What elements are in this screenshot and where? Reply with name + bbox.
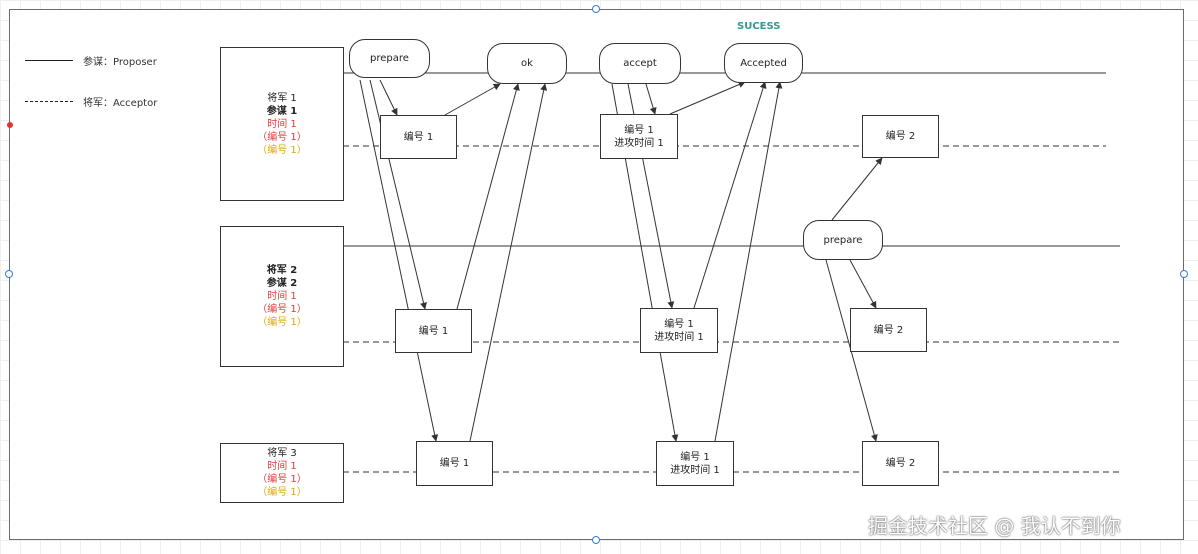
acceptor-1-prepare2-state: 编号 2 [862, 115, 939, 158]
selection-handle-right[interactable] [1180, 270, 1188, 278]
acceptor-3-prepare-state: 编号 1 [416, 441, 493, 486]
general-1-line: 将军 1 [267, 92, 297, 104]
acceptor-2-prepare-state: 编号 1 [395, 309, 472, 353]
state-line: 编号 2 [885, 131, 916, 142]
ok-message[interactable]: ok [487, 43, 567, 84]
acceptor-1-prepare-state: 编号 1 [380, 115, 457, 159]
general-1-line: （编号 1） [257, 144, 307, 156]
arrow-prepare2-to-a2 [849, 259, 877, 309]
state-line: 编号 1 [403, 131, 434, 143]
state-line: 编号 1 [624, 124, 654, 136]
prepare-message-2[interactable]: prepare [803, 220, 883, 260]
state-line: 编号 2 [873, 324, 904, 336]
general-1-line: 参谋 1 [266, 105, 298, 117]
selection-handle-left[interactable] [5, 270, 13, 278]
arrow-prepare-to-a2 [369, 79, 427, 310]
general-2-line: 参谋 2 [266, 278, 298, 289]
connection-point-marker[interactable] [7, 122, 13, 128]
general-1-line: （编号 1） [257, 131, 307, 143]
selection-handle-top[interactable] [592, 5, 600, 13]
general-3-line: （编号 1） [257, 474, 307, 485]
diagram-frame [9, 9, 1184, 540]
legend-acceptor-label: 将军：Acceptor [83, 98, 158, 109]
legend-solid-line [25, 60, 73, 61]
arrow-a1-to-accepted [669, 81, 746, 115]
general-3-line: 将军 3 [267, 448, 297, 459]
state-line: 编号 1 [664, 318, 694, 330]
state-line: 进攻时间 1 [614, 137, 664, 149]
arrow-prepare2-to-a1 [831, 157, 883, 221]
state-line: 编号 1 [418, 325, 449, 337]
state-line: 编号 1 [680, 451, 710, 463]
state-line: 进攻时间 1 [670, 464, 720, 476]
prepare-message-1[interactable]: prepare [349, 39, 430, 78]
acceptor-3-prepare2-state: 编号 2 [862, 441, 939, 486]
state-line: 编号 2 [885, 458, 916, 469]
acceptor-2-prepare2-state: 编号 2 [850, 308, 927, 352]
general-2-line: 时间 1 [267, 291, 297, 302]
general-2-line: 将军 2 [266, 265, 298, 276]
arrow-prepare-to-a3 [359, 79, 439, 442]
success-title: SUCESS [737, 21, 781, 32]
general-2-line: （编号 1） [257, 317, 307, 328]
selection-handle-bottom[interactable] [592, 536, 600, 544]
arrow-prepare-to-a1 [379, 79, 398, 116]
general-3-line: 时间 1 [267, 461, 297, 472]
legend-dashed-line [25, 101, 73, 102]
accept-message[interactable]: accept [599, 43, 681, 84]
arrow-a2-to-ok [456, 83, 520, 310]
state-line: 进攻时间 1 [654, 331, 704, 343]
legend-proposer-label: 参谋：Proposer [83, 57, 157, 68]
arrow-accept-to-a1 [645, 83, 657, 115]
state-line: 编号 1 [439, 458, 470, 469]
arrow-a3-to-accepted [714, 81, 783, 442]
arrow-a2-to-accepted [693, 81, 767, 309]
arrow-a1-to-ok [444, 83, 501, 116]
accepted-message[interactable]: Accepted [724, 43, 803, 83]
general-1-line: 时间 1 [267, 118, 297, 130]
watermark: 掘金技术社区 @ 我认不到你 [868, 514, 1121, 538]
general-3-line: （编号 1） [257, 487, 307, 498]
general-2-line: （编号 1） [257, 304, 307, 315]
general-3-box: 将军 3 时间 1 （编号 1） （编号 1） [220, 443, 344, 503]
general-2-box: 将军 2 参谋 2 时间 1 （编号 1） （编号 1） [220, 226, 344, 367]
arrow-a3-to-ok [469, 83, 548, 442]
